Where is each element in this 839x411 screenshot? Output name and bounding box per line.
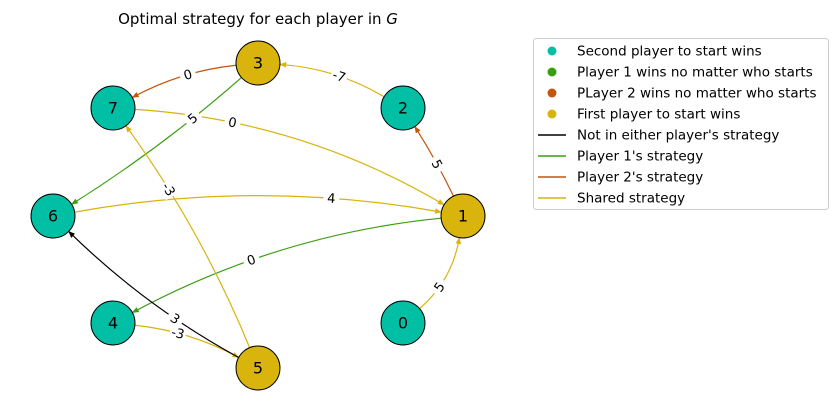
legend-label: Second player to start wins xyxy=(577,44,762,60)
edge-label-background xyxy=(241,249,262,271)
legend-entry-4: Not in either player's strategy xyxy=(538,128,779,144)
edge-label-background xyxy=(177,64,198,85)
edge-label-background xyxy=(426,153,448,176)
legend-label: Not in either player's strategy xyxy=(577,128,779,144)
edge-6-to-1 xyxy=(74,195,443,214)
legend-frame xyxy=(533,38,829,210)
legend-entry-3: First player to start wins xyxy=(547,107,740,123)
edge-weight-7-to-1: 0 xyxy=(227,115,238,131)
edge-7-to-1 xyxy=(134,108,445,206)
legend-label: PLayer 2 wins no matter who starts xyxy=(577,86,817,102)
node-6: 6 xyxy=(30,193,76,239)
edges-layer xyxy=(68,62,462,359)
legend-entry-1: Player 1 wins no matter who starts xyxy=(547,65,813,81)
edge-weight-6-to-1: 4 xyxy=(327,191,336,207)
node-label: 2 xyxy=(398,99,408,118)
edge-1-to-4 xyxy=(131,217,442,314)
node-7: 7 xyxy=(90,85,136,131)
legend-marker xyxy=(547,109,557,119)
node-label: 4 xyxy=(108,314,118,333)
node-circle xyxy=(235,345,281,391)
legend-label: Player 1 wins no matter who starts xyxy=(577,65,813,81)
legend-marker xyxy=(547,67,557,77)
nodes-layer: 0 1 2 3 4 5 6 7 xyxy=(30,40,486,391)
edge-5-to-7 xyxy=(125,125,251,348)
node-circle xyxy=(90,85,136,131)
edge-label-background xyxy=(181,107,204,130)
node-label: 7 xyxy=(108,99,118,118)
node-2: 2 xyxy=(380,85,426,131)
legend-marker xyxy=(547,88,557,98)
legend-label: Player 1's strategy xyxy=(577,149,703,165)
node-1: 1 xyxy=(440,193,486,239)
edge-label-background xyxy=(164,307,187,330)
legend-marker xyxy=(547,46,557,56)
node-label: 6 xyxy=(48,207,58,226)
node-circle xyxy=(440,193,486,239)
edge-weight-2-to-3: -7 xyxy=(330,68,347,86)
edge-weight-4-to-5: -3 xyxy=(169,325,185,343)
node-5: 5 xyxy=(235,345,281,391)
node-label: 3 xyxy=(253,54,263,73)
legend-label: First player to start wins xyxy=(577,107,740,123)
edge-weight-5-to-7: -3 xyxy=(158,180,178,199)
node-circle xyxy=(380,85,426,131)
edge-label-background xyxy=(428,275,451,299)
legend-entry-6: Player 2's strategy xyxy=(538,170,703,186)
edge-3-to-6 xyxy=(71,77,242,205)
legend-label: Shared strategy xyxy=(577,191,685,207)
node-label: 0 xyxy=(398,314,408,333)
edge-5-to-6 xyxy=(68,230,239,359)
node-label: 5 xyxy=(253,359,263,378)
node-label: 1 xyxy=(458,207,468,226)
node-3: 3 xyxy=(235,40,281,86)
node-circle xyxy=(30,193,76,239)
node-4: 4 xyxy=(90,300,136,346)
edge-weight-3-to-7: 0 xyxy=(182,67,194,84)
legend-entry-7: Shared strategy xyxy=(538,191,685,207)
edge-label-background xyxy=(322,189,340,207)
edge-label-background xyxy=(223,112,242,132)
edge-label-background xyxy=(329,65,350,87)
legend-entry-0: Second player to start wins xyxy=(547,44,762,60)
edge-0-to-1 xyxy=(419,237,462,310)
node-circle xyxy=(235,40,281,86)
node-circle xyxy=(90,300,136,346)
chart-title: Optimal strategy for each player in G xyxy=(118,10,398,28)
edge-label-background xyxy=(168,323,188,343)
node-0: 0 xyxy=(380,300,426,346)
legend-entry-2: PLayer 2 wins no matter who starts xyxy=(547,86,817,102)
legend-entry-5: Player 1's strategy xyxy=(538,149,703,165)
node-circle xyxy=(380,300,426,346)
edge-label-background xyxy=(157,178,180,201)
legend-label: Player 2's strategy xyxy=(577,170,703,186)
